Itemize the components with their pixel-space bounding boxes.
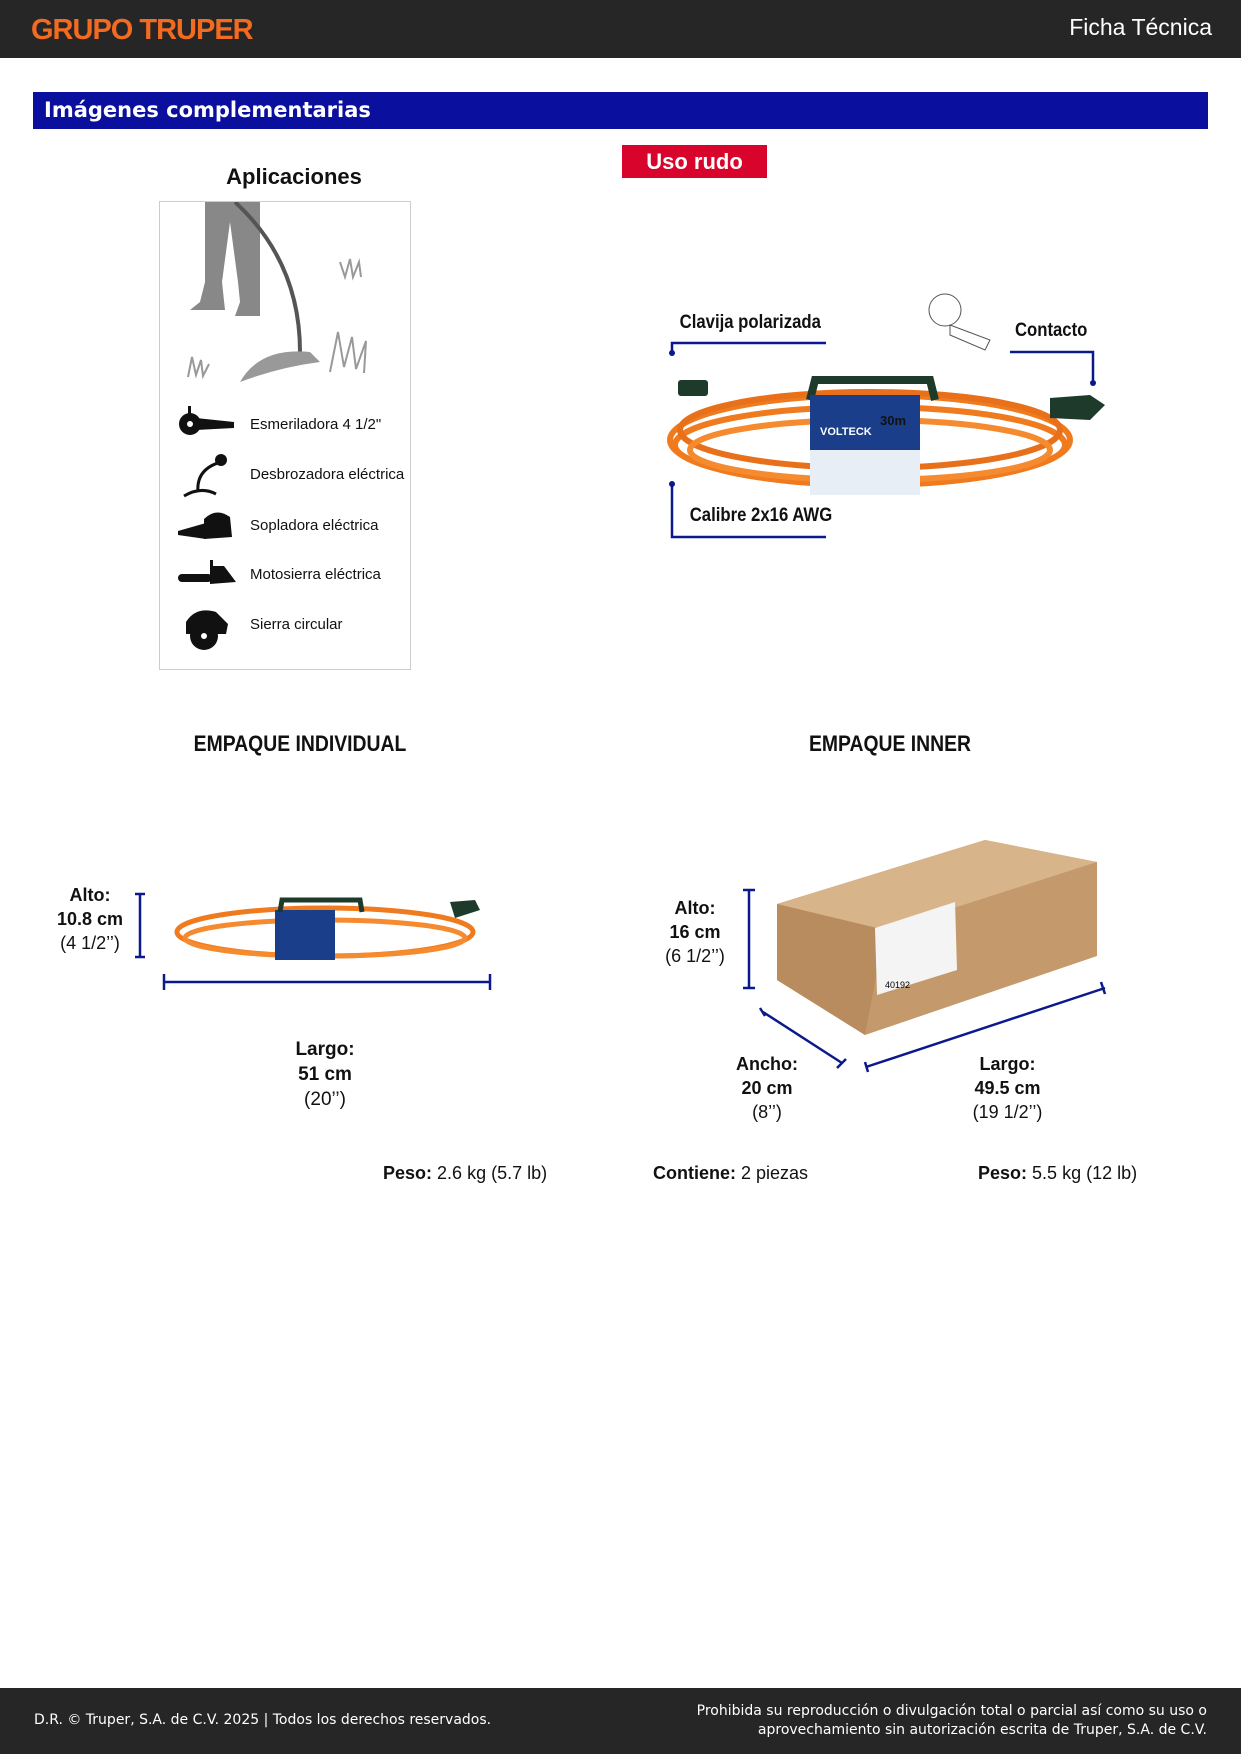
application-item: Desbrozadora eléctrica — [160, 454, 410, 498]
application-item: Sopladora eléctrica — [160, 505, 410, 549]
inner-package-title: EMPAQUE INNER — [808, 731, 972, 756]
application-label: Sierra circular — [250, 616, 343, 633]
trimmer-user-illustration — [187, 202, 367, 382]
application-item: Esmeriladora 4 1/2" — [160, 404, 410, 448]
application-item: Motosierra eléctrica — [160, 554, 410, 598]
legal-notice: Prohibida su reproducción o divulgación … — [696, 1703, 1207, 1738]
individual-length-dimension: Largo:51 cm(20’’) — [295, 1039, 355, 1110]
inner-weight: Peso: 5.5 kg (12 lb) — [978, 1163, 1138, 1183]
grupo-truper-logo: GRUPO TRUPER — [31, 14, 254, 46]
section-title: Imágenes complementarias — [44, 98, 371, 122]
outlet-plug-icon — [928, 293, 991, 351]
application-item: Sierra circular — [160, 604, 410, 650]
gauge-label: Calibre 2x16 AWG — [689, 505, 833, 526]
application-label: Motosierra eléctrica — [250, 566, 381, 583]
document-title: Ficha Técnica — [1069, 14, 1212, 40]
applications-panel: Esmeriladora 4 1/2" Desbrozadora eléctri… — [159, 201, 411, 670]
individual-package-image — [135, 892, 492, 990]
header-bar: GRUPO TRUPER Ficha Técnica — [0, 0, 1241, 58]
inner-width-dimension: Ancho:20 cm(8’’) — [736, 1054, 798, 1122]
inner-height-dimension: Alto:16 cm(6 1/2’’) — [665, 898, 725, 966]
plug-label: Clavija polarizada — [679, 312, 821, 333]
circular-saw-icon — [186, 610, 228, 650]
leaf-blower-icon — [178, 512, 232, 539]
individual-package-title: EMPAQUE INDIVIDUAL — [193, 731, 407, 756]
inner-box-image: 40192 — [743, 840, 1107, 1073]
svg-text:VOLTECK: VOLTECK — [820, 426, 872, 438]
inner-contents: Contiene: 2 piezas — [653, 1163, 809, 1183]
inner-length-dimension: Largo:49.5 cm(19 1/2’’) — [972, 1054, 1043, 1122]
individual-height-dimension: Alto:10.8 cm(4 1/2’’) — [56, 885, 124, 953]
section-header: Imágenes complementarias — [33, 92, 1208, 129]
string-trimmer-icon — [183, 454, 227, 498]
svg-text:40192: 40192 — [885, 980, 910, 990]
extension-cord-product-image: VOLTECK 30m — [667, 293, 1105, 539]
application-label: Esmeriladora 4 1/2" — [250, 416, 382, 433]
footer: D.R. © Truper, S.A. de C.V. 2025 | Todos… — [0, 1688, 1241, 1754]
svg-text:30m: 30m — [880, 413, 906, 428]
applications-title: Aplicaciones — [226, 164, 362, 189]
application-label: Sopladora eléctrica — [250, 517, 379, 534]
application-label: Desbrozadora eléctrica — [250, 466, 405, 483]
angle-grinder-icon — [179, 406, 234, 435]
chainsaw-icon — [178, 560, 236, 584]
copyright-text: D.R. © Truper, S.A. de C.V. 2025 | Todos… — [34, 1712, 492, 1728]
outlet-label: Contacto — [1014, 320, 1088, 341]
heavy-duty-badge: Uso rudo — [622, 145, 767, 178]
individual-weight: Peso: 2.6 kg (5.7 lb) — [383, 1163, 548, 1183]
